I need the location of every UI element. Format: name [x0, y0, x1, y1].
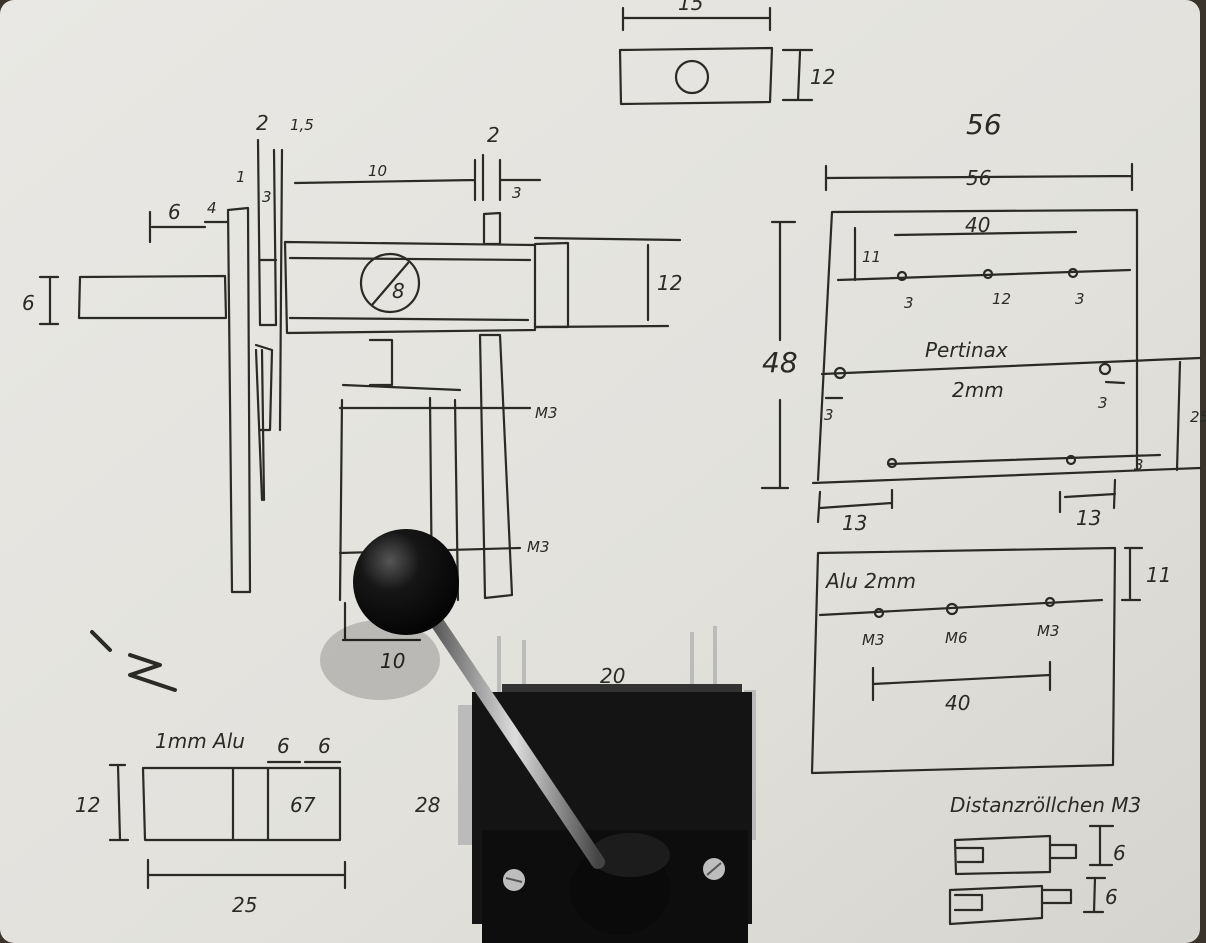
dim-bottom-label: 3: [1134, 456, 1144, 474]
alu-hole-2: M6: [945, 629, 968, 647]
side-dim-6: 6: [168, 200, 181, 224]
hole-label-2: 12: [992, 290, 1011, 308]
bracket-material: 1mm Alu: [155, 729, 245, 753]
edge-right-label: 3: [1098, 394, 1108, 412]
side-dim-3b: 3: [512, 184, 522, 202]
bracket-dim-6b: 6: [318, 734, 331, 758]
side-dim-10: 10: [368, 162, 387, 180]
bracket-width: 25: [232, 893, 257, 917]
alu-hole-3: M3: [1037, 622, 1060, 640]
side-dim-12: 12: [657, 271, 682, 295]
side-dim-4: 4: [207, 199, 217, 217]
side-dim-3: 3: [262, 188, 272, 206]
bracket-dim-6a: 6: [277, 734, 290, 758]
thickness-label: 2mm: [952, 378, 1004, 402]
spacer-drawing: [948, 824, 1115, 926]
spacer-dim-1: 6: [1113, 841, 1126, 865]
edge-left-label: 3: [824, 406, 834, 424]
side-dim-6b: 6: [22, 291, 35, 315]
side-dim-8: 8: [392, 279, 405, 303]
side-dim-1-5: 1,5: [290, 116, 314, 134]
joystick-ball-knob: [353, 529, 459, 635]
joystick-object: [320, 529, 756, 943]
dim-25-label: 25: [1190, 408, 1206, 426]
spacer-dim-2: 6: [1105, 885, 1118, 909]
joystick-lever: [425, 608, 605, 869]
top-part-drawing: [618, 6, 814, 106]
alu-hole-1: M3: [862, 631, 885, 649]
hole-spacing-label: 40: [965, 213, 990, 237]
alu-height-label: 11: [1146, 563, 1171, 587]
plate-width-label: 56: [966, 166, 991, 190]
plate-height-label: 48: [762, 346, 798, 379]
side-dim-1: 1: [236, 168, 246, 186]
side-view-drawing: [38, 138, 682, 642]
spacers-title: Distanzröllchen M3: [950, 793, 1141, 817]
side-dim-2: 2: [256, 111, 269, 135]
side-dim-2b: 2: [487, 123, 500, 147]
plate-title-56: 56: [966, 108, 1002, 141]
alu-material-label: Alu 2mm: [824, 569, 916, 593]
bottom-left-label: 13: [842, 511, 867, 535]
side-dim-10b: 10: [380, 649, 405, 673]
side-m3-label-2: M3: [527, 538, 550, 556]
side-m3-label: M3: [535, 404, 558, 422]
top-offset-label: 11: [862, 248, 881, 266]
material-label: Pertinax: [925, 338, 1008, 362]
alu-spacing-label: 40: [945, 691, 970, 715]
pertinax-plate-drawing: [760, 162, 1202, 524]
bracket-drawing: [90, 630, 347, 890]
top-height-label: 12: [810, 65, 835, 89]
bottom-right-label: 13: [1076, 506, 1101, 530]
hole-label-3: 3: [1075, 290, 1085, 308]
bracket-mark: 67: [290, 793, 316, 817]
hole-label-1: 3: [904, 294, 914, 312]
side-dim-28: 28: [415, 793, 440, 817]
top-width-label: 15: [678, 0, 703, 15]
alu-plate-drawing: [810, 546, 1144, 775]
bracket-height: 12: [75, 793, 100, 817]
